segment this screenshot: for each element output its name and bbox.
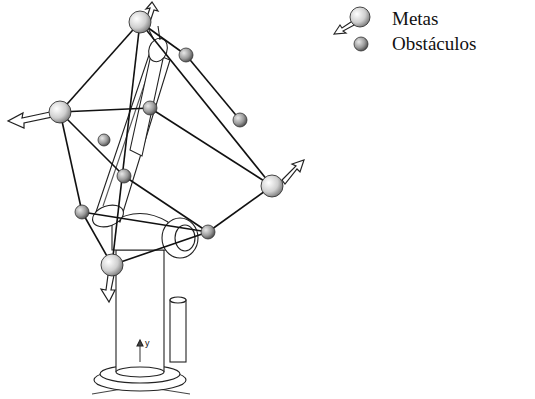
robot-arm bbox=[90, 26, 198, 394]
goal-spheres bbox=[8, 2, 304, 302]
obstacle-spheres bbox=[75, 48, 247, 239]
legend-text: Obstáculos bbox=[392, 33, 476, 55]
legend-text: Metas bbox=[392, 8, 438, 30]
axis-label: y bbox=[145, 338, 150, 348]
wireframe bbox=[60, 22, 272, 265]
legend-samples bbox=[334, 7, 370, 51]
